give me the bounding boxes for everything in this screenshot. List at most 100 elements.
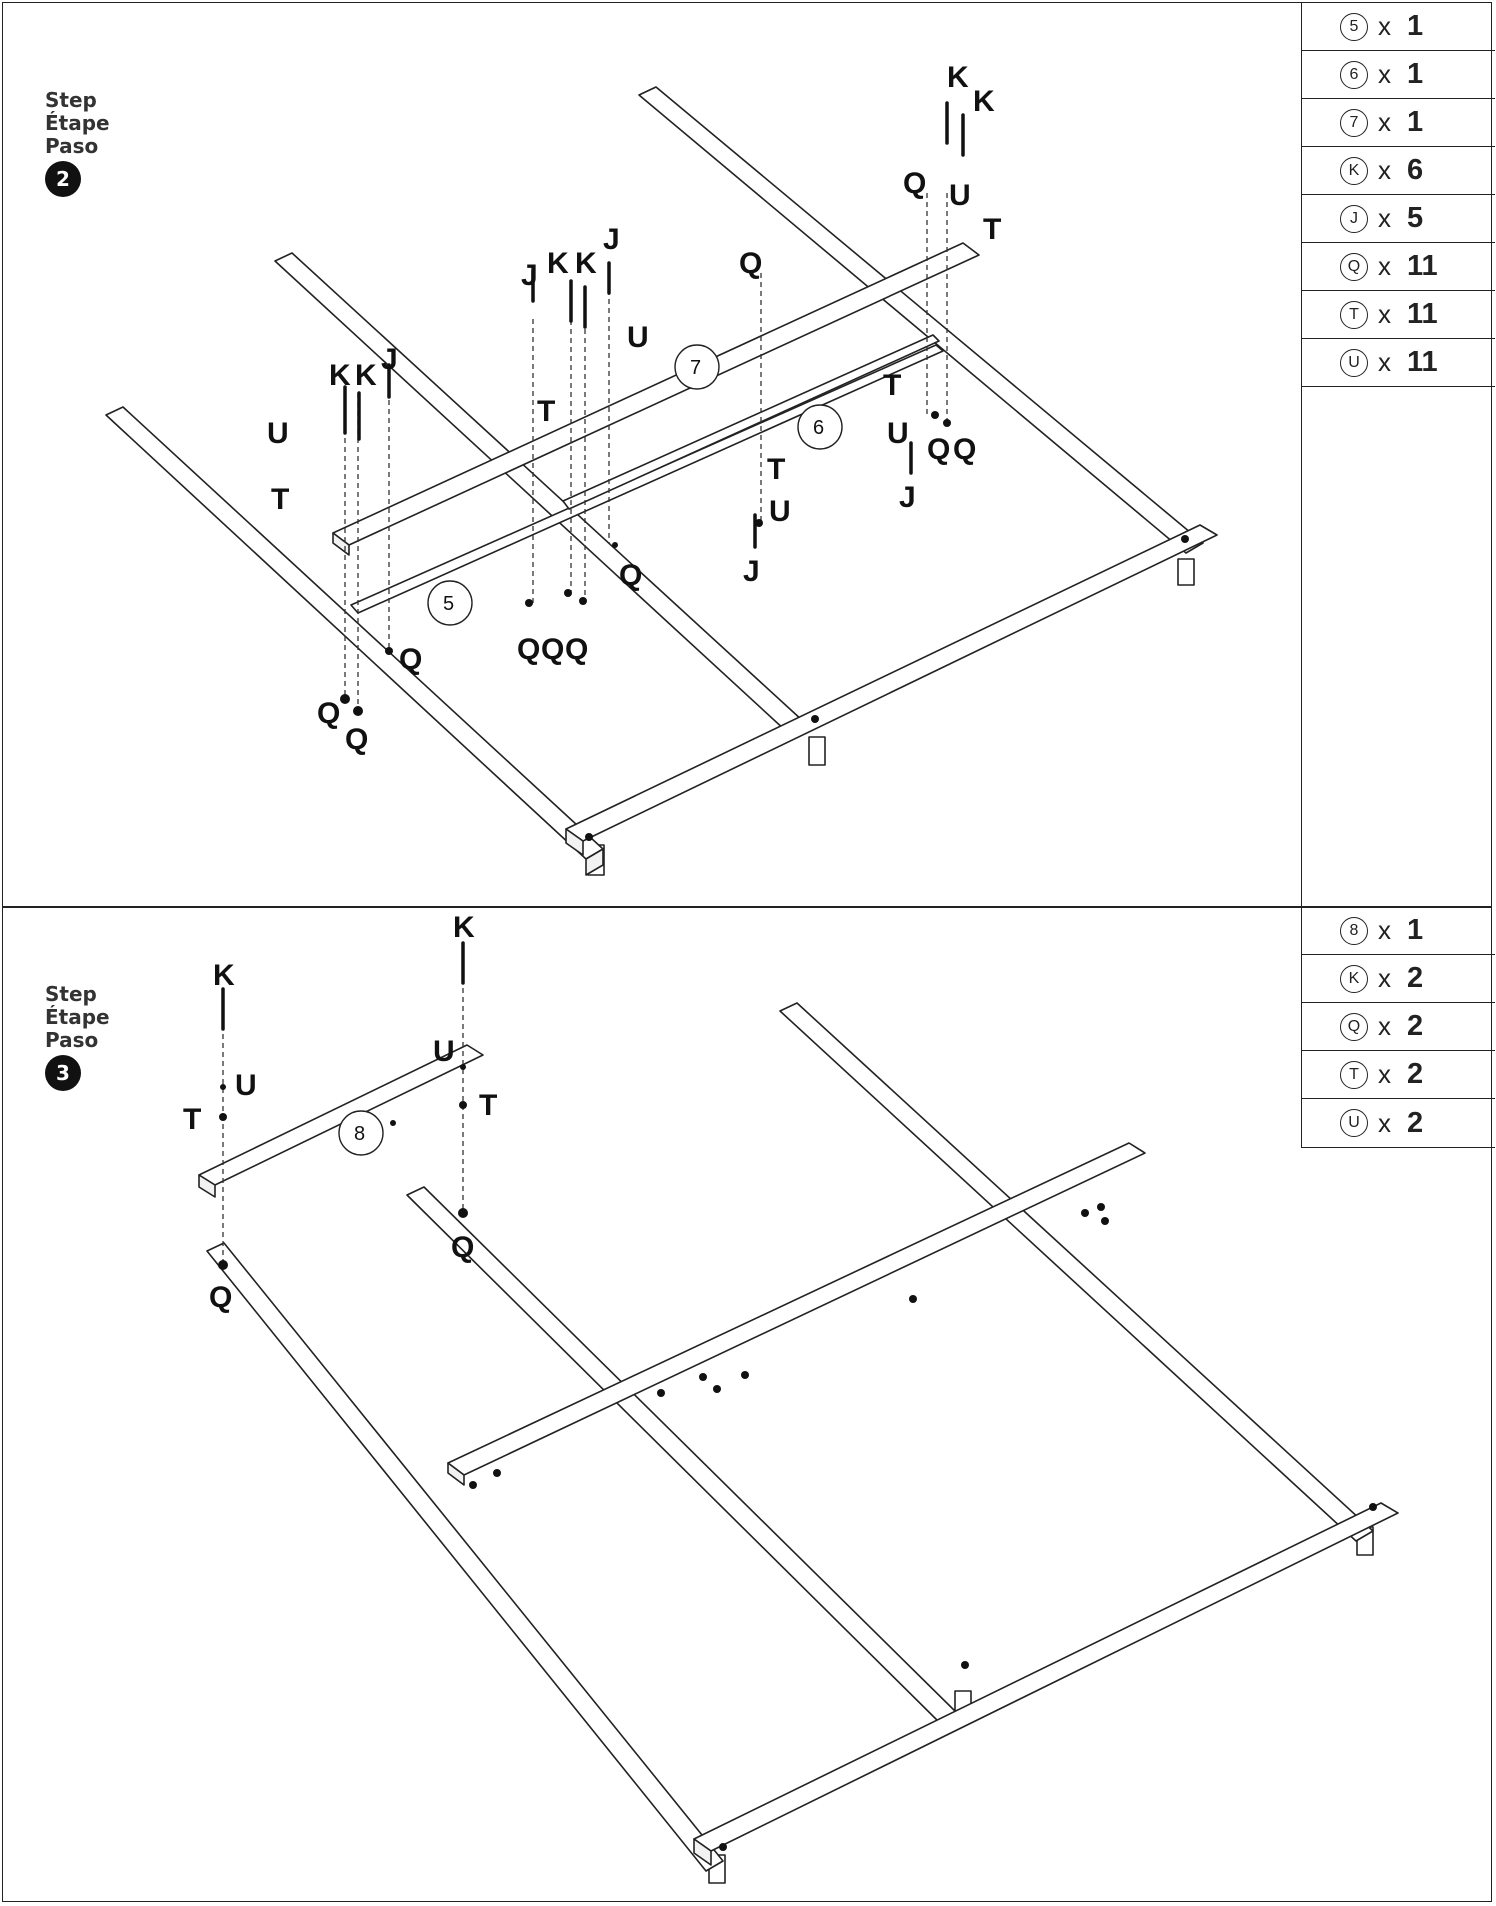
slat-6	[562, 334, 940, 510]
part-multiplier: x	[1378, 251, 1391, 281]
part-qty: 5	[1407, 202, 1424, 234]
hw-label-j: J	[381, 343, 398, 376]
part-multiplier: x	[1378, 107, 1391, 137]
part-multiplier: x	[1378, 59, 1391, 89]
hw-label-k: K	[947, 61, 969, 94]
step-2-panel: Step Étape Paso 2	[2, 2, 1495, 908]
part-id-circle: U	[1340, 348, 1368, 377]
step-word-fr: Étape	[45, 1005, 110, 1029]
part-id-circle: 7	[1340, 108, 1368, 137]
step-word-es: Paso	[45, 134, 99, 158]
part-qty: 1	[1407, 58, 1424, 90]
hw-label-q: Q	[953, 433, 976, 466]
hw-label-k: K	[355, 359, 377, 392]
hw-label-k: K	[453, 911, 475, 944]
callout-7	[674, 344, 720, 390]
part-qty: 11	[1407, 250, 1438, 282]
part-multiplier: x	[1378, 203, 1391, 233]
hw-label-u: U	[949, 179, 971, 212]
hw-label-k: K	[547, 247, 569, 280]
step-3-panel: Step Étape Paso 3	[2, 906, 1495, 1902]
hw-label-u: U	[769, 495, 791, 528]
hw-label-j: J	[603, 223, 620, 256]
part-qty: 6	[1407, 154, 1424, 186]
front-cross-rail	[565, 524, 1218, 842]
part-multiplier: x	[1378, 11, 1391, 41]
part-qty: 11	[1407, 298, 1438, 330]
part-multiplier: x	[1378, 1059, 1391, 1089]
frame-rail-face	[565, 828, 584, 856]
installed-cross-slat	[447, 1142, 1146, 1476]
callout-5	[427, 580, 473, 626]
part-qty: 1	[1407, 106, 1424, 138]
hw-label-u: U	[887, 417, 909, 450]
step-2-assembly-drawing: 5 6 7 K K J U T Q Q Q J K K J U T Q Q Q …	[105, 61, 1218, 876]
step-2-label: Step Étape Paso 2	[45, 89, 110, 197]
hw-label-t: T	[271, 483, 289, 516]
hw-label-q: Q	[565, 633, 588, 666]
frame-side-rail-right	[638, 86, 1204, 554]
part-id-circle: T	[1340, 300, 1368, 329]
part-multiplier: x	[1378, 1011, 1391, 1041]
frame-leg	[808, 736, 826, 766]
hw-label-q: Q	[541, 633, 564, 666]
part-qty: 2	[1407, 1058, 1424, 1090]
part-multiplier: x	[1378, 915, 1391, 945]
step-3-label: Step Étape Paso 3	[45, 983, 110, 1091]
hw-label-t: T	[479, 1089, 497, 1122]
hw-label-t: T	[537, 395, 555, 428]
callout-5-label: 5	[443, 593, 454, 615]
hw-label-t: T	[983, 213, 1001, 246]
parts-list-filler	[1302, 387, 1495, 907]
step-word-fr: Étape	[45, 111, 110, 135]
hw-label-k: K	[329, 359, 351, 392]
part-multiplier: x	[1378, 299, 1391, 329]
slat-face	[447, 1462, 465, 1486]
hw-label-u: U	[267, 417, 289, 450]
callout-7-label: 7	[690, 357, 701, 379]
hw-label-k: K	[575, 247, 597, 280]
hw-label-u: U	[433, 1035, 455, 1068]
callout-6	[797, 404, 843, 450]
part-id-circle: K	[1340, 964, 1368, 993]
part-multiplier: x	[1378, 347, 1391, 377]
frame-side-rail-right	[779, 1002, 1374, 1542]
part-qty: 11	[1407, 346, 1438, 378]
hw-label-j: J	[743, 555, 760, 588]
step-number-badge: 2	[45, 161, 81, 197]
hw-label-q: Q	[517, 633, 540, 666]
part-id-circle: U	[1340, 1109, 1368, 1137]
step-word-en: Step	[45, 88, 97, 112]
part-id-circle: J	[1340, 204, 1368, 233]
part-id-circle: 6	[1340, 60, 1368, 89]
hw-label-u: U	[235, 1069, 257, 1102]
part-id-circle: 5	[1340, 12, 1368, 41]
part-multiplier: x	[1378, 1107, 1391, 1138]
part-id-circle: T	[1340, 1060, 1368, 1089]
part-id-circle: Q	[1340, 252, 1368, 281]
callout-8-label: 8	[354, 1123, 365, 1145]
step-3-assembly-drawing: 8 K U T Q K U T Q	[183, 911, 1399, 1884]
callout-6-label: 6	[813, 417, 824, 439]
part-qty: 2	[1407, 1106, 1424, 1139]
frame-leg	[1177, 558, 1195, 586]
hw-label-t: T	[183, 1103, 201, 1136]
hw-label-t: T	[767, 453, 785, 486]
frame-rail-face	[585, 848, 604, 876]
hw-label-j: J	[899, 481, 916, 514]
step-word-es: Paso	[45, 1028, 99, 1052]
hw-label-q: Q	[739, 247, 762, 280]
hw-label-q: Q	[903, 167, 926, 200]
part-id-circle: Q	[1340, 1012, 1368, 1041]
part-qty: 1	[1407, 10, 1424, 42]
